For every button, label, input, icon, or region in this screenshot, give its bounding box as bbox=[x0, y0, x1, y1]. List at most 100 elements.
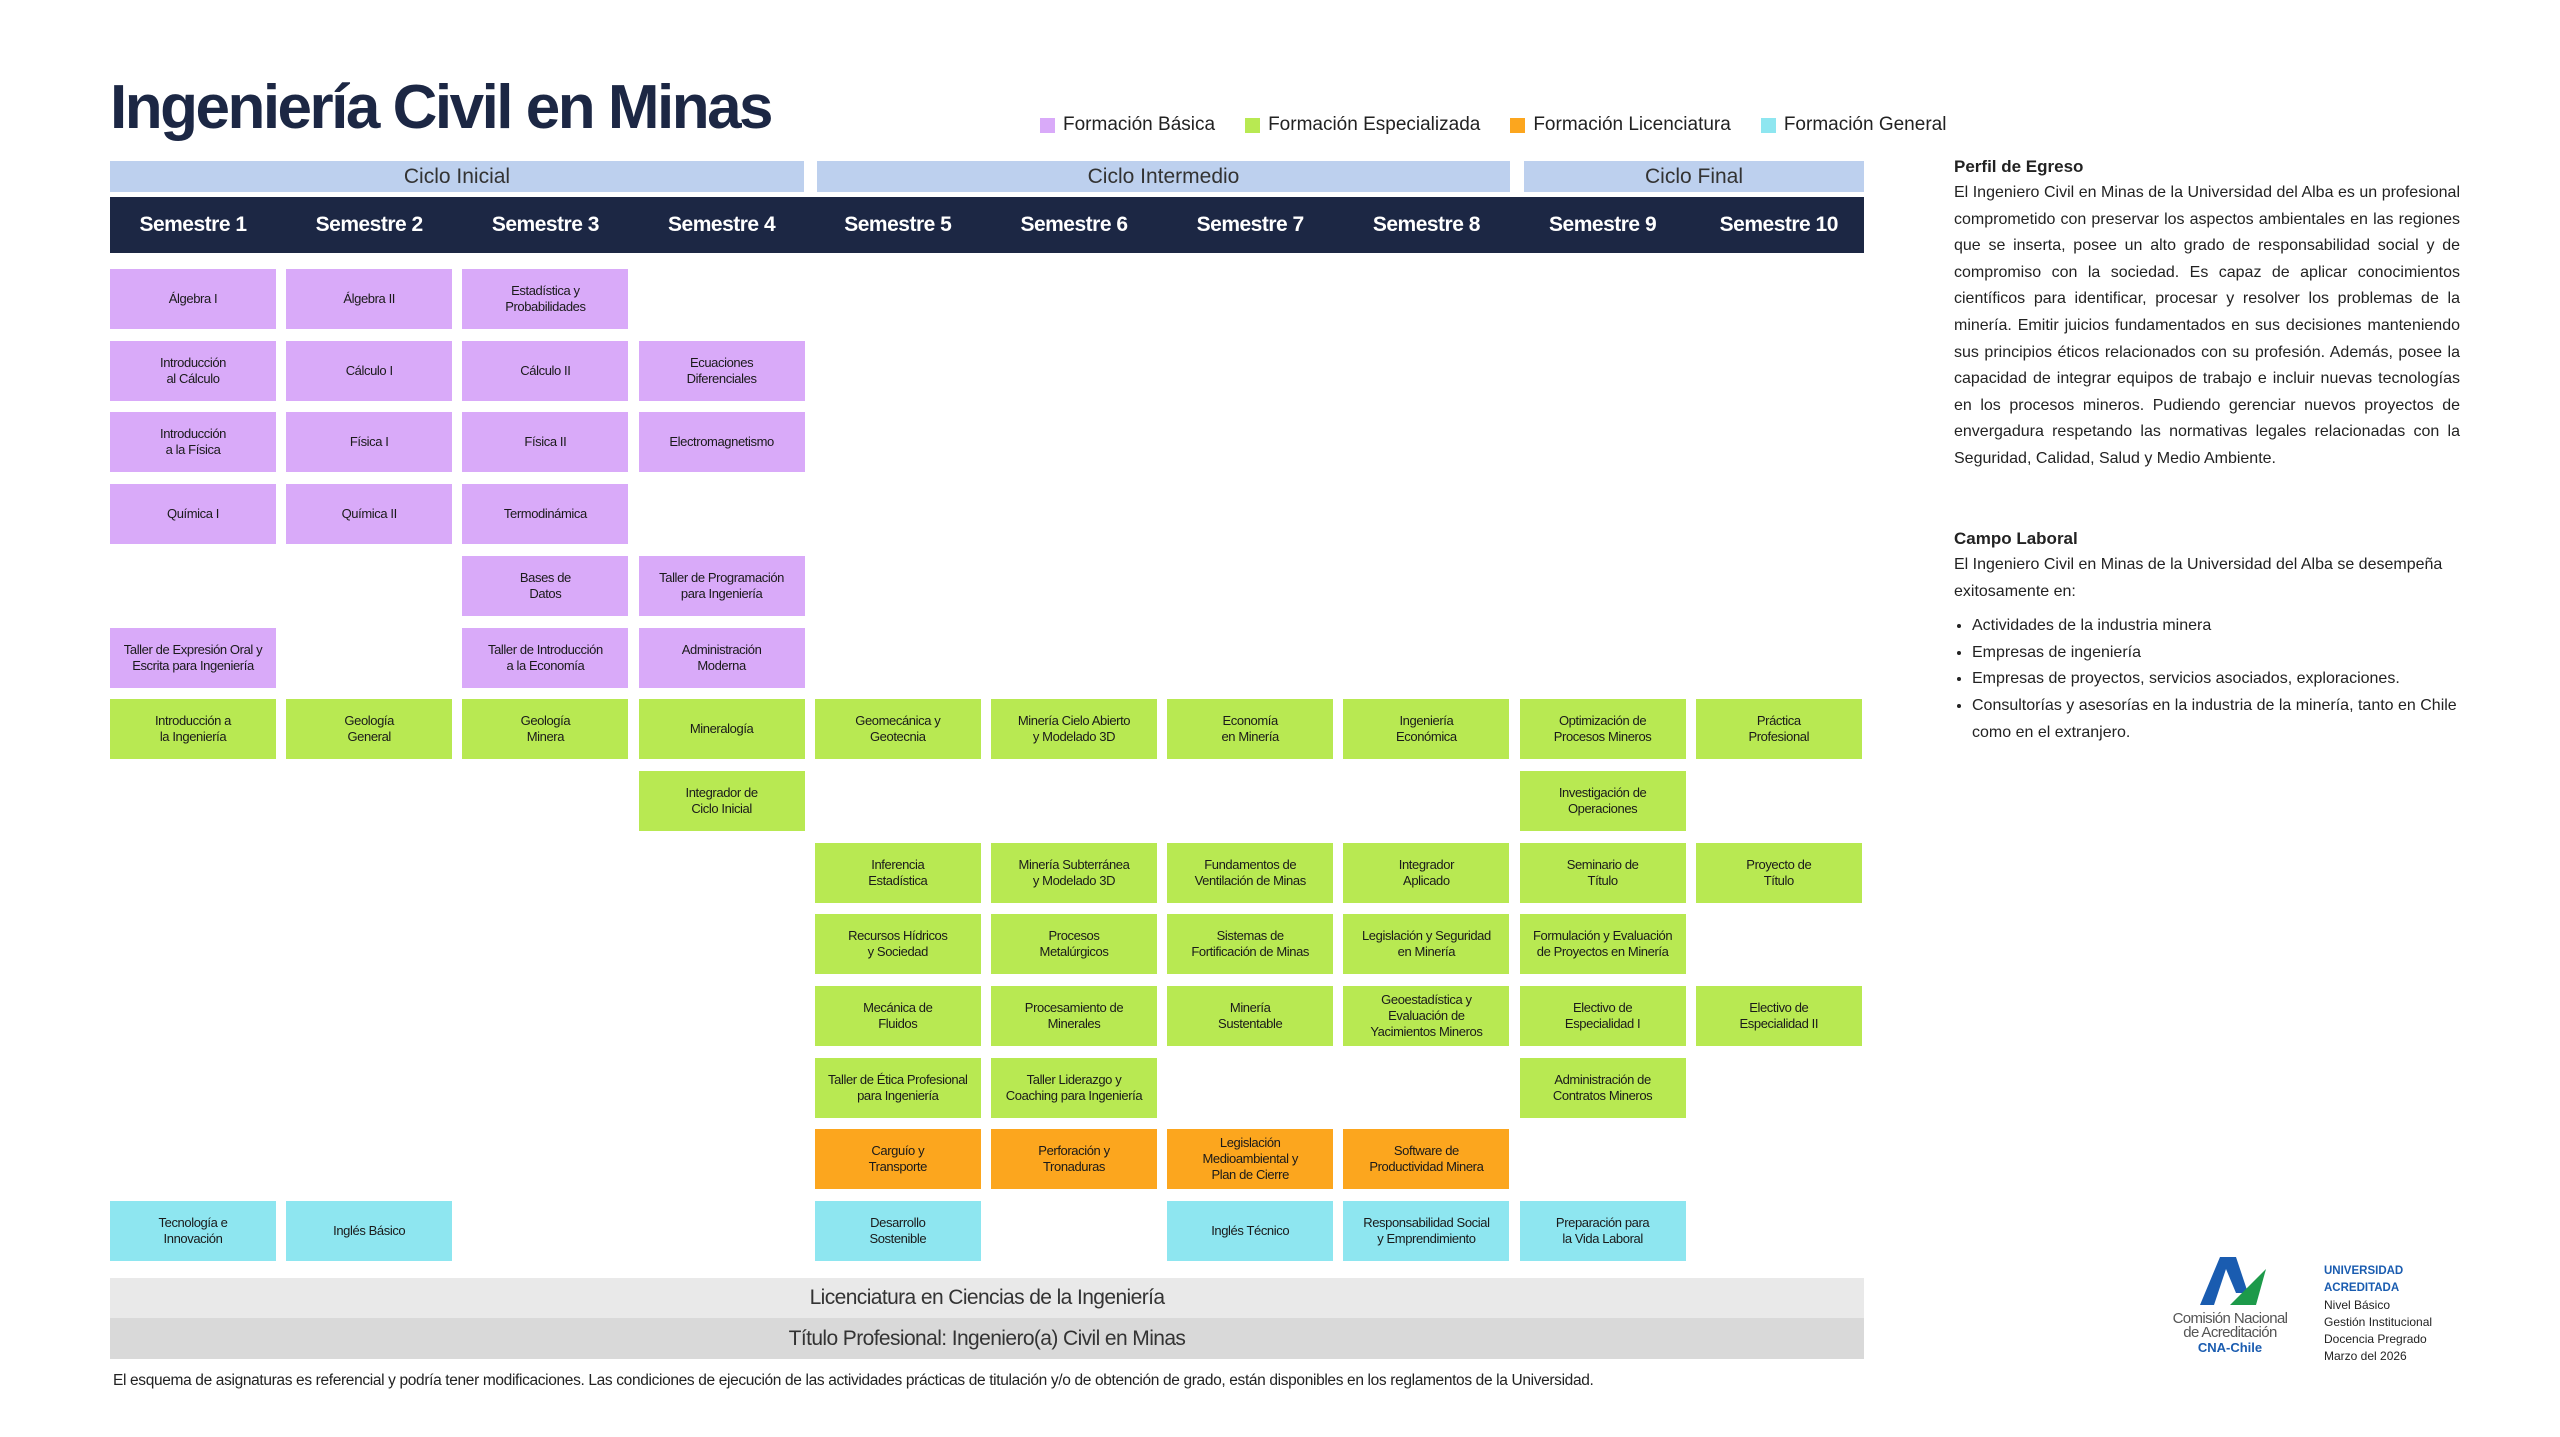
cna-accreditation-logo: Comisión Nacional de Acreditación CNA-Ch… bbox=[2170, 1255, 2470, 1365]
course-cell: Preparación para la Vida Laboral bbox=[1519, 1201, 1686, 1262]
course-cell: Electivo de Especialidad I bbox=[1519, 986, 1686, 1046]
course-cell: Minería Sustentable bbox=[1167, 986, 1334, 1046]
course-cell: Carguío y Transporte bbox=[814, 1129, 981, 1190]
course-cell: Cálculo II bbox=[462, 340, 629, 401]
course-cell: Mineralogía bbox=[638, 699, 805, 760]
campo-item: Empresas de proyectos, servicios asociad… bbox=[1972, 666, 2460, 693]
perfil-egreso: Perfil de Egreso El Ingeniero Civil en M… bbox=[1954, 154, 2460, 473]
course-cell: Electivo de Especialidad II bbox=[1695, 986, 1862, 1046]
swatch-basica bbox=[1040, 117, 1055, 133]
course-cell: Taller de Introducción a la Economía bbox=[462, 627, 629, 688]
course-cell: Seminario de Título bbox=[1519, 842, 1686, 903]
course-cell: Legislación y Seguridad en Minería bbox=[1343, 914, 1510, 975]
course-cell: Termodinámica bbox=[462, 484, 629, 545]
course-cell: Minería Subterránea y Modelado 3D bbox=[991, 842, 1157, 903]
course-cell: Inferencia Estadística bbox=[814, 842, 981, 903]
course-cell: Economía en Minería bbox=[1167, 699, 1334, 760]
course-cell: Estadística y Probabilidades bbox=[462, 269, 629, 329]
course-cell: Taller de Expresión Oral y Escrita para … bbox=[110, 627, 276, 688]
course-cell: Desarrollo Sostenible bbox=[814, 1201, 981, 1262]
cna-name-1: Comisión Nacional bbox=[2172, 1310, 2288, 1327]
course-cell: Taller Liderazgo y Coaching para Ingenie… bbox=[991, 1057, 1157, 1118]
accreditation-area: Gestión Institucional bbox=[2324, 1315, 2433, 1329]
course-cell: Química I bbox=[110, 484, 276, 545]
ciclo-intermedio: Ciclo Intermedio bbox=[817, 161, 1510, 192]
footnote: El esquema de asignaturas es referencial… bbox=[113, 1372, 1594, 1389]
legend: Formación Básica Formación Especializada… bbox=[1040, 114, 1946, 136]
course-cell: Cálculo I bbox=[286, 340, 453, 401]
campo-intro: El Ingeniero Civil en Minas de la Univer… bbox=[1954, 556, 2443, 600]
course-cell: Física II bbox=[462, 412, 629, 473]
course-cell: Tecnología e Innovación bbox=[110, 1201, 276, 1262]
cna-name-2: de Acreditación bbox=[2183, 1324, 2277, 1341]
course-cell: Optimización de Procesos Mineros bbox=[1519, 699, 1686, 760]
course-cell: Física I bbox=[286, 412, 453, 473]
cna-logo: Comisión Nacional de Acreditación CNA-Ch… bbox=[2170, 1255, 2290, 1355]
campo-item: Consultorías y asesorías en la industria… bbox=[1972, 693, 2460, 746]
course-cell: Taller de Ética Profesional para Ingenie… bbox=[814, 1057, 981, 1118]
course-cell: Recursos Hídricos y Sociedad bbox=[814, 914, 981, 975]
course-cell: Geología General bbox=[286, 699, 453, 760]
legend-label: Formación Especializada bbox=[1268, 114, 1481, 135]
course-cell: Administración de Contratos Mineros bbox=[1519, 1057, 1686, 1118]
semester-1-header: Semestre 1 bbox=[139, 213, 247, 236]
course-cell: Inglés Básico bbox=[286, 1201, 453, 1262]
cna-short: CNA-Chile bbox=[2197, 1340, 2263, 1355]
course-cell: Bases de Datos bbox=[462, 555, 629, 616]
course-cell: Introducción a la Ingeniería bbox=[110, 699, 276, 760]
course-cell: Perforación y Tronaduras bbox=[991, 1129, 1157, 1190]
course-cell: Software de Productividad Minera bbox=[1343, 1129, 1510, 1190]
legend-item-general: Formación General bbox=[1760, 114, 1947, 136]
course-cell: Química II bbox=[286, 484, 453, 545]
legend-label: Formación Básica bbox=[1063, 114, 1216, 135]
campo-item: Actividades de la industria minera bbox=[1972, 613, 2460, 640]
semester-2-header: Semestre 2 bbox=[315, 213, 424, 236]
legend-item-especializada: Formación Especializada bbox=[1245, 114, 1480, 136]
course-cell: Fundamentos de Ventilación de Minas bbox=[1167, 842, 1334, 903]
semester-9-header: Semestre 9 bbox=[1549, 213, 1657, 236]
course-cell: Taller de Programación para Ingeniería bbox=[638, 555, 805, 616]
course-cell: Práctica Profesional bbox=[1695, 699, 1862, 760]
course-cell: Procesos Metalúrgicos bbox=[991, 914, 1157, 975]
campo-list: Actividades de la industria minera Empre… bbox=[1954, 613, 2460, 746]
legend-label: Formación General bbox=[1783, 114, 1947, 135]
course-cell: Responsabilidad Social y Emprendimiento bbox=[1343, 1201, 1510, 1262]
course-cell: Integrador Aplicado bbox=[1343, 842, 1510, 903]
course-cell: Álgebra II bbox=[286, 269, 453, 329]
course-cell: Administración Moderna bbox=[638, 627, 805, 688]
licenciatura-band: Licenciatura en Ciencias de la Ingenierí… bbox=[110, 1278, 1864, 1318]
campo-item: Empresas de ingeniería bbox=[1972, 640, 2460, 667]
semester-8-header: Semestre 8 bbox=[1372, 213, 1481, 236]
accreditation-until: Marzo del 2026 bbox=[2324, 1349, 2407, 1363]
campo-heading: Campo Laboral bbox=[1954, 529, 2078, 548]
legend-item-basica: Formación Básica bbox=[1040, 114, 1215, 136]
semester-5-header: Semestre 5 bbox=[844, 213, 952, 236]
titulo-band: Título Profesional: Ingeniero(a) Civil e… bbox=[110, 1318, 1864, 1359]
accreditation-area: Docencia Pregrado bbox=[2324, 1332, 2427, 1346]
accreditation-level: Nivel Básico bbox=[2324, 1298, 2391, 1312]
course-cell: Ecuaciones Diferenciales bbox=[638, 340, 805, 401]
course-cell: Sistemas de Fortificación de Minas bbox=[1167, 914, 1334, 975]
accreditation-status: UNIVERSIDAD ACREDITADA bbox=[2324, 1265, 2404, 1294]
ciclo-inicial: Ciclo Inicial bbox=[110, 161, 804, 192]
cna-mark-icon bbox=[2200, 1257, 2266, 1305]
course-cell: Mecánica de Fluidos bbox=[814, 986, 981, 1046]
perfil-heading: Perfil de Egreso bbox=[1954, 157, 2084, 176]
course-cell: Introducción a la Física bbox=[110, 412, 276, 473]
course-cell: Álgebra I bbox=[110, 269, 276, 329]
course-cell: Proyecto de Título bbox=[1695, 842, 1862, 903]
swatch-general bbox=[1760, 117, 1776, 133]
course-cell: Geoestadística y Evaluación de Yacimient… bbox=[1343, 986, 1510, 1046]
ciclo-final: Ciclo Final bbox=[1524, 161, 1864, 192]
legend-label: Formación Licenciatura bbox=[1533, 114, 1731, 135]
campo-laboral: Campo Laboral El Ingeniero Civil en Mina… bbox=[1954, 526, 2460, 746]
semester-7-header: Semestre 7 bbox=[1196, 213, 1305, 236]
course-cell: Legislación Medioambiental y Plan de Cie… bbox=[1167, 1129, 1334, 1190]
course-cell: Introducción al Cálculo bbox=[110, 340, 276, 401]
course-cell: Geomecánica y Geotecnia bbox=[814, 699, 981, 760]
course-cell: Minería Cielo Abierto y Modelado 3D bbox=[991, 699, 1157, 760]
course-cell: Procesamiento de Minerales bbox=[991, 986, 1157, 1046]
course-cell: Integrador de Ciclo Inicial bbox=[638, 770, 805, 831]
legend-item-licenciatura: Formación Licenciatura bbox=[1510, 114, 1731, 136]
